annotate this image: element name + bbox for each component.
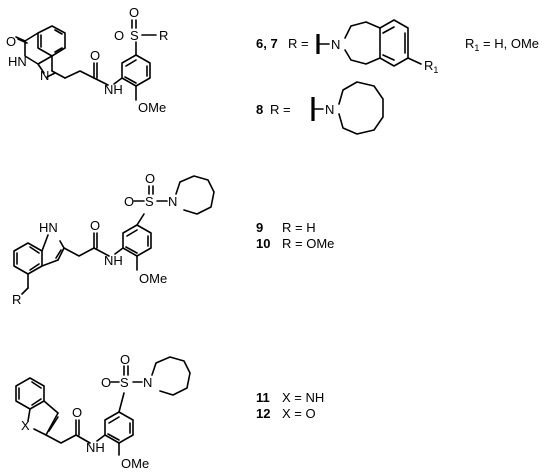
- atom-ring-nitrogen: N: [40, 68, 49, 83]
- atom-methoxy: OMe: [138, 100, 166, 115]
- atom-sulfur: S: [130, 28, 139, 43]
- atom-sulfonyl-oxygen-left: O: [101, 375, 111, 390]
- compound-6-7-r-assign: R =: [288, 36, 309, 51]
- atom-sulfur: S: [145, 194, 154, 209]
- atom-sulfonyl-oxygen-left: O: [124, 194, 134, 209]
- atom-sulfonyl-oxygen-left: O: [114, 28, 124, 43]
- atom-indole-r: R: [12, 292, 21, 307]
- atom-x: X: [21, 418, 30, 433]
- atom-anilide-nh: NH: [104, 82, 123, 97]
- atom-sulfur: S: [120, 375, 129, 390]
- compound-number-11: 11: [256, 390, 270, 405]
- compound-number-8: 8: [256, 102, 263, 117]
- atom-anilide-nh: NH: [104, 253, 123, 268]
- atom-benzazepine-nitrogen: N: [331, 37, 340, 52]
- atom-azepane-nitrogen: N: [143, 375, 152, 390]
- rgroup-azocane: [311, 81, 384, 135]
- atom-amide-nh: HN: [8, 54, 27, 69]
- compound-11-x-value: X = NH: [282, 390, 324, 405]
- compound-number-12: 12: [256, 406, 270, 421]
- atom-sulfonyl-oxygen-top: O: [120, 352, 130, 367]
- compound-number-6-7: 6, 7: [256, 36, 278, 51]
- rgroup-benzazepine: [316, 19, 422, 67]
- structure-phthalazinone: [15, 19, 157, 101]
- atom-azepane-nitrogen: N: [168, 194, 177, 209]
- atom-indole-nh: HN: [39, 220, 58, 235]
- atom-methoxy: OMe: [139, 271, 167, 286]
- atom-anilide-nh: NH: [86, 440, 105, 455]
- compound-12-x-value: X = O: [282, 406, 316, 421]
- structure-indole: [13, 175, 215, 295]
- atom-methoxy: OMe: [121, 456, 149, 471]
- atom-benzazepine-r1: R1: [424, 58, 438, 75]
- atom-r-group: R: [159, 28, 168, 43]
- atom-amide-oxygen: O: [90, 218, 100, 233]
- compound-9-r-value: R = H: [282, 220, 316, 235]
- atom-azocane-nitrogen: N: [325, 102, 334, 117]
- compound-10-r-value: R = OMe: [282, 236, 334, 251]
- r1-definition: R1 = H, OMe: [465, 36, 539, 53]
- structure-benzoheterocycle: [15, 356, 191, 456]
- atom-sulfonyl-oxygen-top: O: [129, 5, 139, 20]
- compound-number-10: 10: [256, 236, 270, 251]
- compound-number-9: 9: [256, 220, 263, 235]
- atom-carbonyl-oxygen: O: [6, 34, 16, 49]
- atom-amide-oxygen: O: [90, 48, 100, 63]
- atom-amide-oxygen: O: [72, 405, 82, 420]
- compound-8-r-assign: R =: [270, 102, 291, 117]
- atom-sulfonyl-oxygen-top: O: [145, 171, 155, 186]
